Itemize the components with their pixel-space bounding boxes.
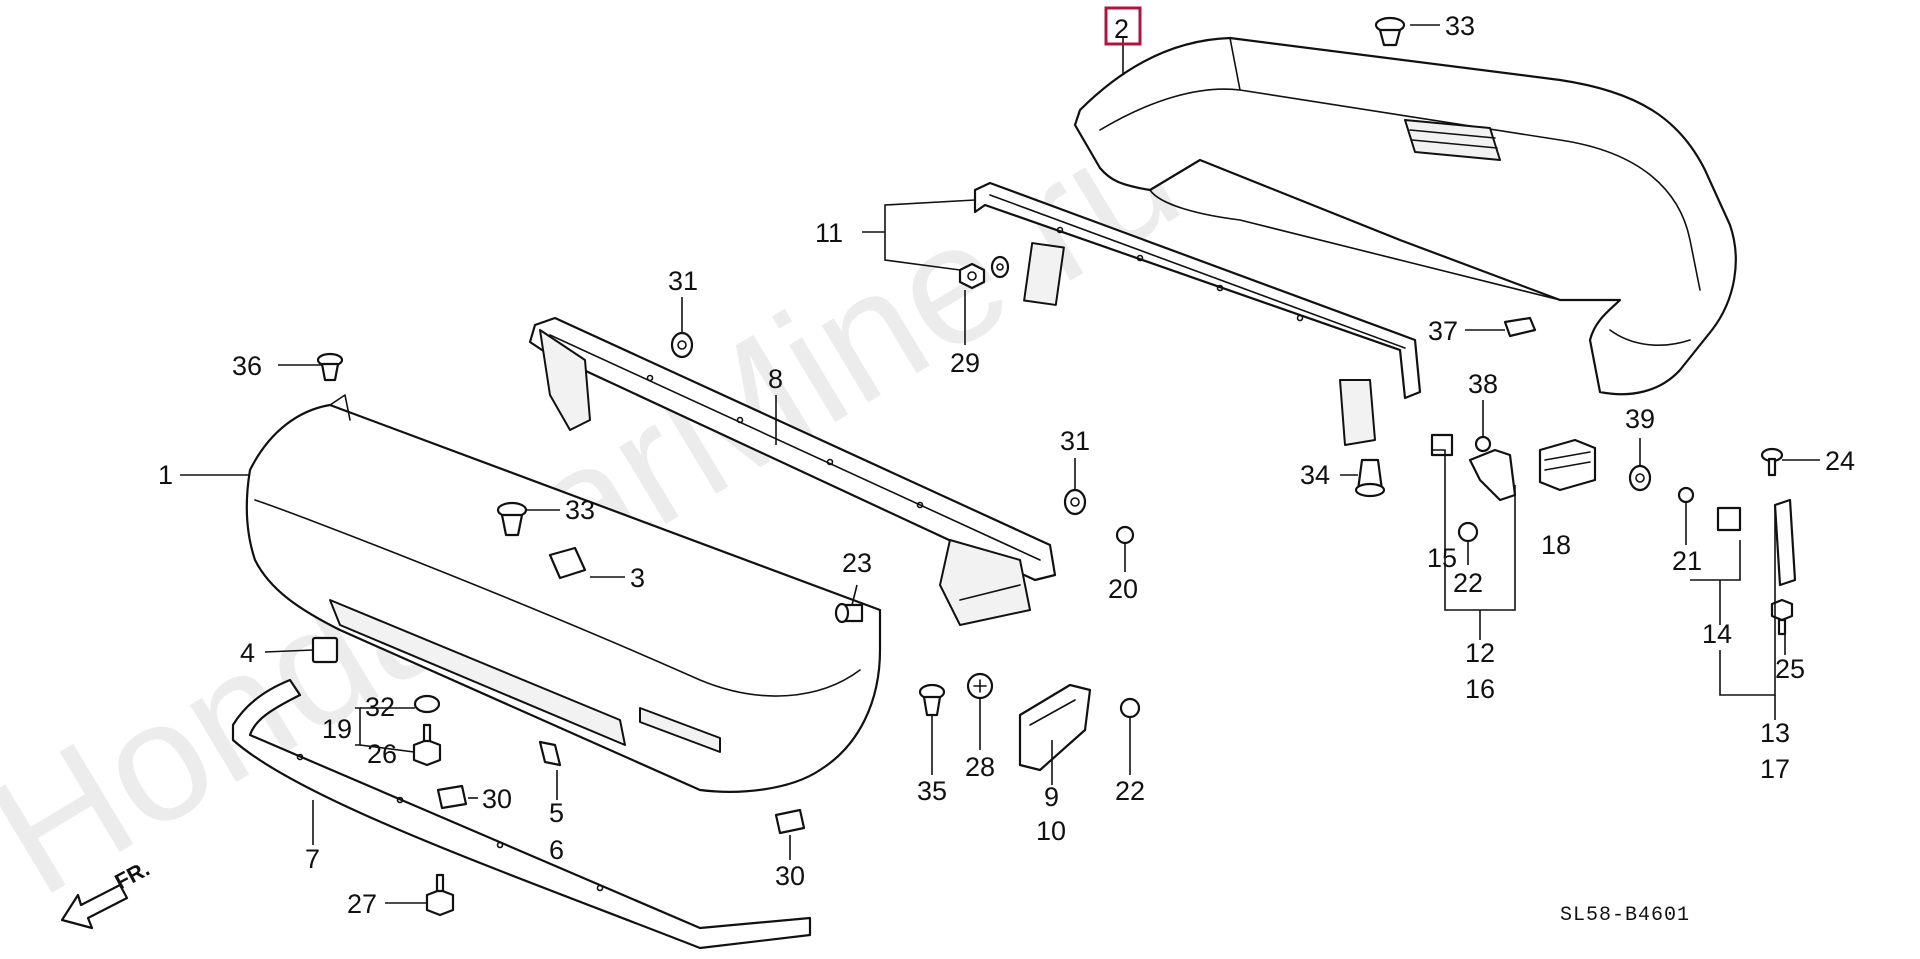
callout-27[interactable]: 27 <box>347 889 377 919</box>
callout-18[interactable]: 18 <box>1541 530 1571 560</box>
screw-28[interactable] <box>966 672 994 700</box>
callout-26[interactable]: 26 <box>367 739 397 769</box>
screw-20[interactable] <box>1115 525 1135 545</box>
callout-12[interactable]: 12 <box>1465 638 1495 668</box>
callout-10[interactable]: 10 <box>1036 816 1066 846</box>
screw-22-front[interactable] <box>1119 697 1141 719</box>
callout-30-a[interactable]: 30 <box>482 784 512 814</box>
callout-22-front[interactable]: 22 <box>1115 776 1145 806</box>
callout-14[interactable]: 14 <box>1702 619 1732 649</box>
callout-21[interactable]: 21 <box>1672 546 1702 576</box>
callout-25[interactable]: 25 <box>1775 654 1805 684</box>
clip-37[interactable] <box>1503 316 1537 338</box>
callout-31-upper[interactable]: 31 <box>668 266 698 296</box>
callout-20[interactable]: 20 <box>1108 574 1138 604</box>
grommet-39[interactable] <box>1628 464 1652 492</box>
clip-4[interactable] <box>311 636 339 664</box>
callout-33-front[interactable]: 33 <box>565 495 595 525</box>
clip-3[interactable] <box>548 546 587 580</box>
bolt-23[interactable] <box>834 602 864 624</box>
highlight-box <box>1104 6 1142 46</box>
callout-38[interactable]: 38 <box>1468 369 1498 399</box>
callout-labels: 2 1 3 4 5 6 7 8 9 10 11 12 16 13 17 14 1… <box>158 6 1855 919</box>
clip-35[interactable] <box>918 683 946 717</box>
rear-bumper-beam[interactable] <box>973 181 1422 446</box>
callout-35[interactable]: 35 <box>917 776 947 806</box>
callout-37[interactable]: 37 <box>1428 316 1458 346</box>
front-side-bracket[interactable] <box>1018 683 1092 772</box>
clip-33-front[interactable] <box>496 501 528 537</box>
callout-8[interactable]: 8 <box>768 364 783 394</box>
callout-34[interactable]: 34 <box>1300 460 1330 490</box>
callout-16[interactable]: 16 <box>1465 674 1495 704</box>
nut-32[interactable] <box>413 694 441 714</box>
clip-34[interactable] <box>1354 458 1386 498</box>
leader-lines <box>180 24 1820 904</box>
callout-22-rear[interactable]: 22 <box>1453 568 1483 598</box>
callout-33-rear[interactable]: 33 <box>1445 11 1475 41</box>
callout-9[interactable]: 9 <box>1044 782 1059 812</box>
grommet-31-upper[interactable] <box>670 331 694 359</box>
callout-15[interactable]: 15 <box>1427 543 1457 573</box>
clip-5-6[interactable] <box>538 740 562 767</box>
screw-22-rear[interactable] <box>1457 521 1479 543</box>
screw-38[interactable] <box>1474 435 1492 453</box>
clip-21[interactable] <box>1716 506 1742 532</box>
callout-28[interactable]: 28 <box>965 752 995 782</box>
callout-31-lower[interactable]: 31 <box>1060 426 1090 456</box>
callout-4[interactable]: 4 <box>240 638 255 668</box>
callout-24[interactable]: 24 <box>1825 446 1855 476</box>
callout-32[interactable]: 32 <box>365 692 395 722</box>
clip-30-b[interactable] <box>774 808 806 835</box>
callout-36[interactable]: 36 <box>232 351 262 381</box>
rear-side-bracket-13[interactable] <box>1773 498 1797 587</box>
callout-2[interactable]: 2 <box>1114 14 1129 44</box>
bolt-25[interactable] <box>1770 598 1794 636</box>
front-arrow-icon <box>60 883 129 930</box>
holder-18[interactable] <box>1538 438 1597 492</box>
callout-6[interactable]: 6 <box>549 835 564 865</box>
screw-21[interactable] <box>1677 486 1695 504</box>
front-bumper-beam[interactable] <box>528 316 1057 626</box>
callout-30-b[interactable]: 30 <box>775 861 805 891</box>
callout-3[interactable]: 3 <box>630 563 645 593</box>
callout-19[interactable]: 19 <box>322 714 352 744</box>
callout-1[interactable]: 1 <box>158 460 173 490</box>
callout-7[interactable]: 7 <box>305 844 320 874</box>
diagram-code: SL58-B4601 <box>1560 904 1690 927</box>
clip-15[interactable] <box>1430 433 1454 457</box>
clip-30-a[interactable] <box>436 784 468 810</box>
callout-17[interactable]: 17 <box>1760 754 1790 784</box>
front-bumper-face[interactable] <box>245 394 882 793</box>
rear-bumper-face[interactable] <box>1073 36 1737 396</box>
clip-33-rear[interactable] <box>1374 16 1406 47</box>
callout-5[interactable]: 5 <box>549 798 564 828</box>
nut-29[interactable] <box>958 255 1010 290</box>
clip-36[interactable] <box>316 352 344 382</box>
callout-29[interactable]: 29 <box>950 348 980 378</box>
grommet-31-lower[interactable] <box>1063 488 1087 516</box>
callout-39[interactable]: 39 <box>1625 404 1655 434</box>
callout-23[interactable]: 23 <box>842 548 872 578</box>
bolt-26[interactable] <box>412 723 442 767</box>
callout-11[interactable]: 11 <box>815 218 843 248</box>
bolt-27[interactable] <box>425 873 455 917</box>
rear-side-bracket-12[interactable] <box>1468 448 1517 502</box>
lower-spoiler[interactable] <box>231 678 812 950</box>
screw-24[interactable] <box>1760 447 1784 477</box>
callout-13[interactable]: 13 <box>1760 718 1790 748</box>
